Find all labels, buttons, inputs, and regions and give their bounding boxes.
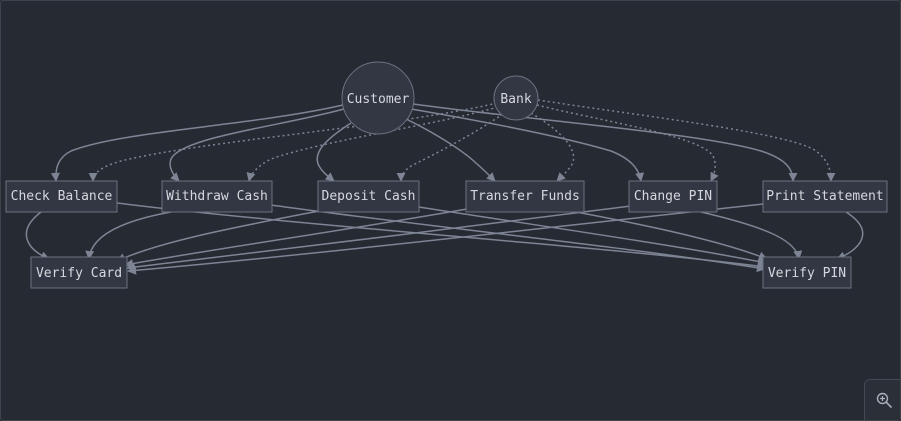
edge-transfer-funds-verify-card xyxy=(124,208,468,268)
node-label-verify-pin: Verify PIN xyxy=(768,266,846,281)
node-customer[interactable]: Customer xyxy=(341,61,415,135)
edge-transfer-funds-verify-pin xyxy=(570,210,768,261)
edge-bank-deposit-cash xyxy=(396,113,504,182)
node-deposit-cash[interactable]: Deposit Cash xyxy=(317,180,420,213)
edge-bank-transfer-funds xyxy=(530,112,575,182)
node-label-customer: Customer xyxy=(347,92,410,107)
edge-customer-transfer-funds xyxy=(405,118,496,182)
edges-bank xyxy=(88,99,836,182)
node-label-bank: Bank xyxy=(500,92,531,107)
edge-customer-deposit-cash xyxy=(316,122,352,182)
node-bank[interactable]: Bank xyxy=(493,75,539,121)
node-withdraw-cash[interactable]: Withdraw Cash xyxy=(161,180,273,213)
node-label-check-balance: Check Balance xyxy=(11,189,113,204)
edge-customer-change-pin xyxy=(410,108,645,182)
edge-customer-withdraw-cash xyxy=(169,108,345,182)
edge-bank-check-balance xyxy=(88,102,498,182)
node-label-deposit-cash: Deposit Cash xyxy=(322,189,416,204)
edge-print-statement-verify-card xyxy=(127,203,764,275)
edge-change-pin-verify-card xyxy=(126,205,632,272)
node-label-print-statement: Print Statement xyxy=(766,189,883,204)
edge-deposit-cash-verify-card xyxy=(116,210,320,262)
node-print-statement[interactable]: Print Statement xyxy=(762,180,888,213)
zoom-in-icon xyxy=(876,392,892,408)
zoom-in-button[interactable] xyxy=(864,379,900,420)
node-label-transfer-funds: Transfer Funds xyxy=(470,189,580,204)
node-label-withdraw-cash: Withdraw Cash xyxy=(166,189,268,204)
edge-withdraw-cash-verify-card xyxy=(85,211,172,260)
node-label-change-pin: Change PIN xyxy=(634,189,712,204)
node-verify-pin[interactable]: Verify PIN xyxy=(762,256,852,289)
edges-verify xyxy=(25,202,864,275)
node-transfer-funds[interactable]: Transfer Funds xyxy=(465,180,585,213)
edge-check-balance-verify-card xyxy=(25,211,50,260)
node-verify-card[interactable]: Verify Card xyxy=(30,256,128,289)
edge-bank-print-statement xyxy=(537,99,836,182)
node-change-pin[interactable]: Change PIN xyxy=(628,180,718,213)
edge-customer-check-balance xyxy=(50,104,344,182)
edge-deposit-cash-verify-pin xyxy=(418,206,767,266)
node-check-balance[interactable]: Check Balance xyxy=(5,180,118,213)
edge-change-pin-verify-pin xyxy=(700,211,803,260)
edge-customer-print-statement xyxy=(412,103,798,182)
edge-bank-change-pin xyxy=(536,104,719,182)
edge-print-statement-verify-pin xyxy=(836,211,864,261)
edge-withdraw-cash-verify-pin xyxy=(270,204,766,273)
node-label-verify-card: Verify Card xyxy=(36,266,122,281)
edges-customer xyxy=(50,103,798,182)
